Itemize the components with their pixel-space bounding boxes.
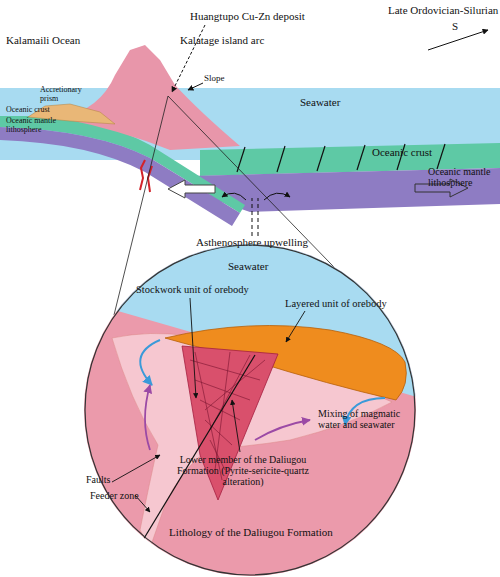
annotation-label: Kalamaili Ocean bbox=[6, 34, 106, 46]
fluid-flow bbox=[145, 385, 150, 450]
hollow-arrow bbox=[168, 180, 215, 198]
annotation-label: Oceanic crust bbox=[372, 146, 472, 158]
annotation-label: Oceanic mantle lithosphere bbox=[6, 117, 66, 135]
annotation-label: Slope bbox=[204, 74, 244, 84]
annotation-label: Seawater bbox=[300, 96, 380, 108]
direction-arrow bbox=[428, 30, 488, 50]
annotation-label: Oceanic mantle lithosphere bbox=[428, 166, 500, 188]
annotation-label: Faults bbox=[86, 474, 126, 485]
fluid-flow bbox=[255, 420, 310, 440]
leader-lines bbox=[112, 298, 305, 512]
magnified-circle: Lithology of the Daliugou Formation bbox=[84, 244, 416, 576]
magma-dikes bbox=[140, 160, 152, 192]
annotation-label: Accretionary prism bbox=[40, 86, 95, 104]
annotation-label: Oceanic crust bbox=[6, 106, 76, 115]
annotation-label: Mixing of magmatic water and seawater bbox=[318, 408, 418, 430]
slope-pointer bbox=[188, 83, 203, 90]
formation-rock bbox=[80, 240, 420, 577]
annotation-label: Feeder zone bbox=[90, 490, 160, 501]
annotation-label: S bbox=[452, 20, 466, 32]
annotation-label: Late Ordovician-Silurian bbox=[388, 4, 500, 16]
annotation-label: Huangtupo Cu-Zn deposit bbox=[190, 10, 340, 22]
annotation-label: Kalatage island arc bbox=[180, 34, 310, 46]
island-arc bbox=[60, 45, 240, 150]
node-text: Lithology of the Daliugou Formation bbox=[146, 526, 356, 538]
annotation-label: Stockwork unit of orebody bbox=[136, 284, 296, 296]
circle-border bbox=[85, 245, 415, 575]
annotation-label: Layered unit of orebody bbox=[285, 298, 415, 310]
annotation-label: Asthenosphere upwelling bbox=[196, 236, 366, 248]
seawater-flow bbox=[140, 340, 160, 385]
upwelling-arrows bbox=[222, 193, 290, 236]
zoom-detail bbox=[80, 240, 420, 577]
fault-line bbox=[140, 355, 255, 545]
annotation-label: Lower member of the Daliugou Formation (… bbox=[168, 454, 318, 487]
annotation-label: Seawater bbox=[228, 260, 308, 272]
